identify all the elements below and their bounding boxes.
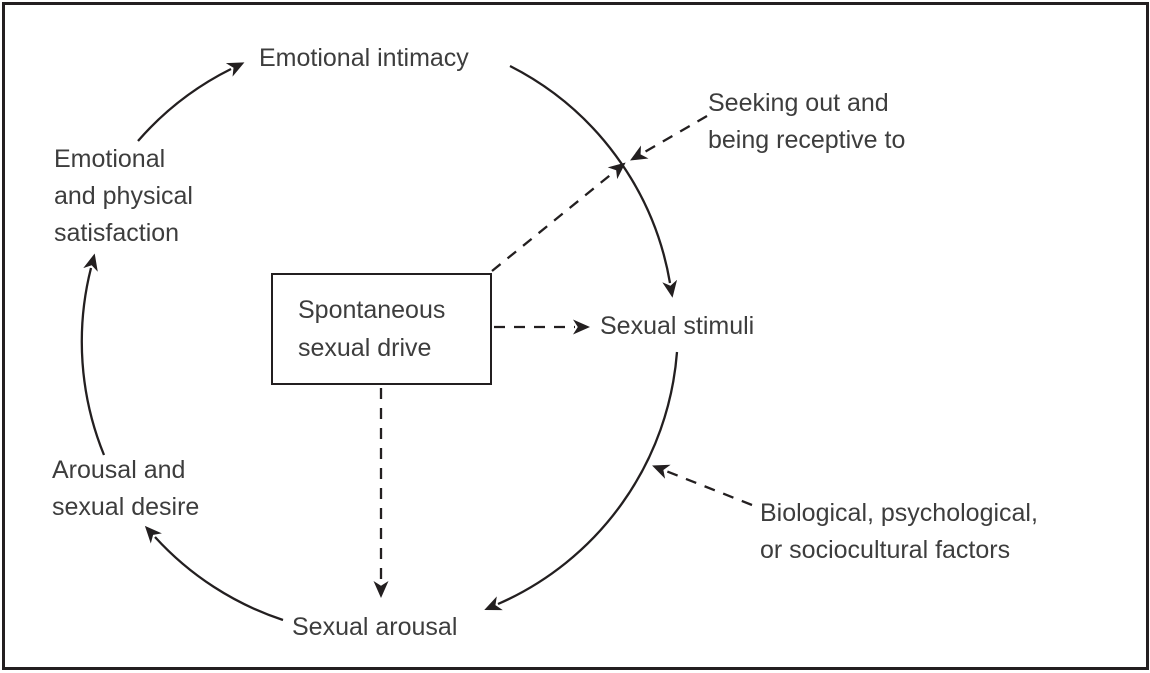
label-sexual-arousal: Sexual arousal	[292, 613, 458, 641]
spontaneous-sexual-drive-box: Spontaneous sexual drive	[271, 273, 492, 385]
label-line: Arousal and	[52, 456, 186, 484]
label-line: Emotional	[54, 145, 166, 173]
box-line: sexual drive	[298, 334, 432, 362]
label-line: satisfaction	[54, 219, 180, 247]
label-sexual-stimuli: Sexual stimuli	[600, 312, 755, 340]
label-biological-factors: Biological, psychological, or sociocultu…	[760, 495, 1038, 569]
label-line: or sociocultural factors	[760, 536, 1011, 564]
dashed-arrow-factors-to-cycle	[652, 464, 753, 507]
label-line: sexual desire	[52, 493, 200, 521]
arrow-satisfaction-to-intimacy	[137, 62, 245, 142]
arrow-desire-to-satisfaction	[80, 253, 106, 456]
label-arousal-sexual-desire: Arousal and sexual desire	[52, 452, 199, 526]
label-emotional-physical-satisfaction: Emotional and physical satisfaction	[54, 141, 193, 252]
dashed-arrow-drive-to-cycle	[491, 162, 626, 272]
arrow-stimuli-to-arousal	[484, 351, 679, 611]
arrow-arousal-to-desire	[144, 525, 284, 622]
label-line: and physical	[54, 182, 193, 210]
arrow-intimacy-to-stimuli	[509, 64, 678, 298]
label-line: Biological, psychological,	[760, 499, 1038, 527]
box-line: Spontaneous	[298, 296, 446, 324]
label-line: Seeking out and	[708, 89, 889, 117]
label-line: being receptive to	[708, 126, 906, 154]
label-seeking-receptive: Seeking out and being receptive to	[708, 85, 905, 159]
label-emotional-intimacy: Emotional intimacy	[259, 44, 469, 72]
dashed-arrow-seeking-to-cycle	[630, 115, 708, 161]
